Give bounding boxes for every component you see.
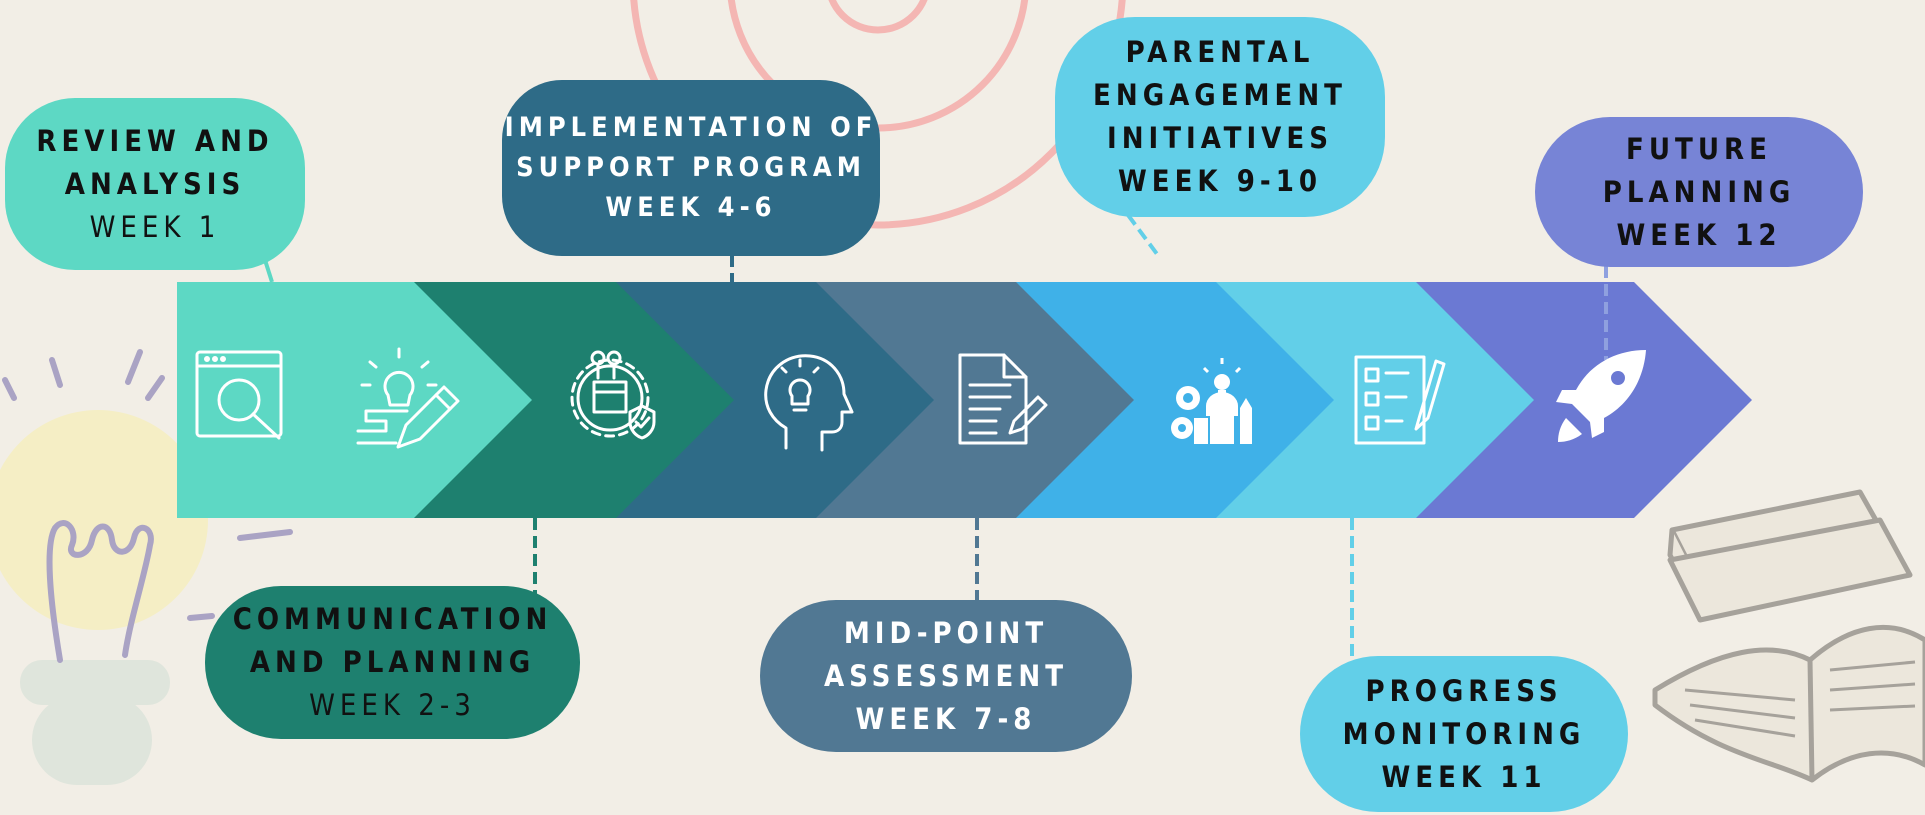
magnifier-browser-icon xyxy=(195,350,283,440)
milestone-title-line: ENGAGEMENT xyxy=(1093,78,1347,112)
decorative-lightbulb xyxy=(0,349,293,785)
milestone-implementation-of-support-program: IMPLEMENTATION OF SUPPORT PROGRAM WEEK 4… xyxy=(502,80,880,256)
milestone-progress-monitoring: PROGRESS MONITORING WEEK 11 xyxy=(1300,656,1628,812)
arrow-segment-5 xyxy=(1005,282,1334,518)
milestone-title-line: MID-POINT xyxy=(843,615,1049,650)
milestone-week: WEEK 12 xyxy=(1616,217,1782,252)
milestone-communication-and-planning: COMMUNICATION AND PLANNING WEEK 2-3 xyxy=(205,586,580,739)
head-lightbulb-icon xyxy=(764,354,854,452)
arrow-segment-4 xyxy=(805,282,1134,518)
milestone-review-and-analysis: REVIEW AND ANALYSIS WEEK 1 xyxy=(5,98,305,270)
milestone-title-line: MONITORING xyxy=(1342,716,1586,751)
milestone-title-line: INITIATIVES xyxy=(1107,121,1333,155)
milestone-title-line: PROGRESS xyxy=(1365,673,1563,708)
milestone-week: WEEK 2-3 xyxy=(309,688,476,722)
milestone-parental-engagement-initiatives: PARENTAL ENGAGEMENT INITIATIVES WEEK 9-1… xyxy=(1055,17,1385,217)
milestone-title-line: FUTURE xyxy=(1626,131,1772,166)
decorative-books xyxy=(1652,489,1925,783)
milestone-week: WEEK 4-6 xyxy=(605,192,777,223)
milestone-title-line: REVIEW AND xyxy=(36,123,274,158)
gear-package-icon xyxy=(570,350,656,440)
milestone-title-line: PARENTAL xyxy=(1125,35,1315,69)
milestone-title-line: IMPLEMENTATION OF xyxy=(504,112,878,143)
arrow-band xyxy=(177,282,1752,518)
document-pen-icon xyxy=(958,353,1048,445)
checklist-icon xyxy=(1354,355,1446,445)
milestone-title-line: ASSESSMENT xyxy=(823,658,1068,693)
gears-people-icon xyxy=(1171,358,1252,444)
connectors xyxy=(263,213,1608,656)
milestone-week: WEEK 1 xyxy=(89,209,221,244)
milestone-title-line: AND PLANNING xyxy=(249,645,536,679)
milestone-title-line: ANALYSIS xyxy=(64,166,246,201)
milestone-title-line: COMMUNICATION xyxy=(232,602,553,636)
arrow-segment-1 xyxy=(177,282,532,518)
milestone-title-line: SUPPORT PROGRAM xyxy=(516,152,866,183)
milestone-week: WEEK 7-8 xyxy=(855,701,1037,736)
milestone-week: WEEK 9-10 xyxy=(1117,164,1323,198)
idea-pencil-icon xyxy=(356,347,460,449)
arrow-segment-6 xyxy=(1205,282,1534,518)
arrow-segment-3 xyxy=(605,282,934,518)
milestone-title-line: PLANNING xyxy=(1602,174,1796,209)
milestone-future-planning: FUTURE PLANNING WEEK 12 xyxy=(1535,117,1863,267)
rocket-icon xyxy=(1556,350,1646,442)
milestone-mid-point-assessment: MID-POINT ASSESSMENT WEEK 7-8 xyxy=(760,600,1132,752)
milestone-week: WEEK 11 xyxy=(1381,759,1547,794)
